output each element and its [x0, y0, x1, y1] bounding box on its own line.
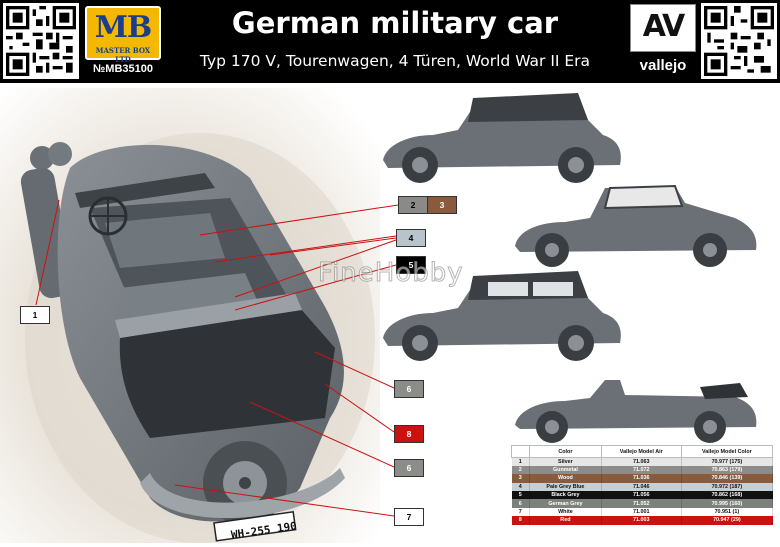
vallejo-logo: AV [630, 4, 696, 52]
vallejo-brand-name: vallejo [639, 57, 687, 74]
mb-logo-subtitle: MASTER BOX LTD [95, 46, 151, 64]
qr-code-icon[interactable] [701, 3, 777, 79]
table-cell-model: 70.977 (175) [681, 457, 774, 466]
table-cell-model: 70.951 (1) [681, 507, 774, 517]
callout-badge-3[interactable]: 3 [427, 196, 457, 214]
table-cell-model: 70.863 (179) [681, 465, 774, 475]
table-cell-num: 2 [511, 465, 530, 475]
table-cell-name: White [529, 507, 602, 517]
table-header-model: Vallejo Model Color [680, 445, 774, 458]
car-side-profile [383, 271, 621, 361]
car-topdown-illustration [0, 88, 380, 543]
callout-label: 8 [406, 429, 412, 439]
mb-logo-letters: MB [94, 10, 153, 45]
vallejo-logo-letters: AV [642, 9, 685, 44]
car-side-profile [515, 380, 757, 443]
callout-badge-8[interactable]: 8 [394, 425, 424, 443]
table-cell-name: Black Grey [529, 491, 602, 500]
qr-code-left-graphic [6, 6, 76, 76]
table-cell-air: 71.063 [601, 457, 682, 466]
callout-label: 6 [406, 384, 412, 394]
header-banner: MB MASTER BOX LTD №MB35100 German milita… [0, 0, 780, 83]
table-cell-name: Pale Grey Blue [529, 482, 602, 492]
qr-code-right-graphic [704, 6, 774, 76]
table-cell-air: 71.056 [601, 491, 682, 500]
table-cell-name: Gunmetal [529, 465, 602, 475]
table-cell-air: 71.003 [601, 516, 682, 525]
table-cell-name: Silver [529, 457, 602, 466]
table-cell-name: German Grey [529, 499, 602, 508]
color-table: Color Vallejo Model Air Vallejo Model Co… [511, 445, 774, 525]
table-header-color: Color [529, 445, 602, 458]
table-cell-num: 7 [511, 507, 530, 517]
table-header-row: Color Vallejo Model Air Vallejo Model Co… [511, 445, 774, 458]
table-cell-name: Red [529, 516, 602, 525]
table-cell-num: 3 [511, 474, 530, 483]
table-cell-num: 1 [511, 457, 530, 466]
page-subtitle: Typ 170 V, Tourenwagen, 4 Türen, World W… [199, 52, 591, 70]
table-cell-air: 71.046 [601, 482, 682, 492]
car-side-profile [383, 93, 621, 183]
table-header-air: Vallejo Model Air [600, 445, 682, 458]
license-plate-group [213, 510, 297, 542]
callout-badge-6b[interactable]: 6 [394, 459, 424, 477]
table-cell-name: Wood [529, 474, 602, 483]
watermark: FineHobby [318, 258, 464, 289]
table-cell-num: 4 [511, 482, 530, 492]
table-cell-air: 71.052 [601, 499, 682, 508]
mb-logo: MB MASTER BOX LTD [85, 6, 161, 64]
table-cell-model: 70.862 (168) [681, 491, 774, 500]
callout-badge-7[interactable]: 7 [394, 508, 424, 526]
callout-label: 6 [406, 463, 412, 473]
table-cell-model: 70.947 (29) [681, 516, 774, 525]
table-cell-air: 71.001 [601, 507, 682, 517]
callout-badge-2[interactable]: 2 [398, 196, 428, 214]
callout-badge-4[interactable]: 4 [396, 229, 426, 247]
callout-label: 4 [408, 233, 414, 243]
table-header-num [511, 445, 530, 458]
table-cell-model: 70.995 (160) [681, 499, 774, 508]
callout-label: 1 [32, 310, 38, 320]
car-side-profile [515, 184, 757, 267]
table-cell-model: 70.846 (139) [681, 474, 774, 483]
front-seats [105, 213, 225, 268]
table-cell-num: 8 [511, 516, 530, 525]
callout-badge-6a[interactable]: 6 [394, 380, 424, 398]
callout-label: 7 [406, 512, 412, 522]
callout-label: 3 [439, 200, 445, 210]
table-cell-model: 70.972 (187) [681, 482, 774, 492]
table-cell-air: 71.036 [601, 474, 682, 483]
callout-label: 5 [408, 260, 414, 270]
table-cell-air: 71.072 [601, 465, 682, 475]
product-code: №MB35100 [93, 63, 153, 75]
page-title: German military car [231, 6, 559, 40]
table-cell-num: 5 [511, 491, 530, 500]
callout-badge-5[interactable]: 5 [396, 256, 426, 274]
table-cell-num: 6 [511, 499, 530, 508]
qr-code-icon[interactable] [3, 3, 79, 79]
callout-label: 2 [410, 200, 416, 210]
callout-badge-1[interactable]: 1 [20, 306, 50, 324]
